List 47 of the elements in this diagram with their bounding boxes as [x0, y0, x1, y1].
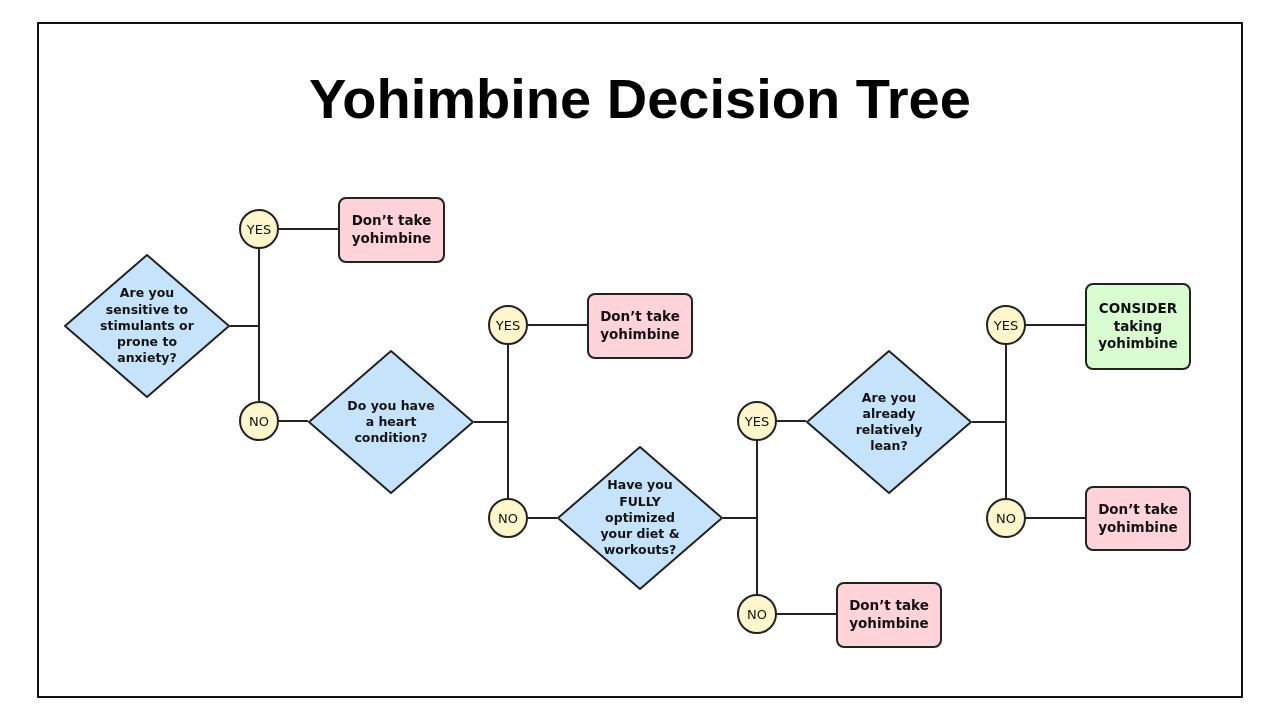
node-text: Have you FULLY optimized your diet & workouts? [599, 477, 681, 559]
node-text: NO [249, 413, 269, 429]
node-text: Do you have a heart condition? [346, 397, 436, 447]
decision-diamond [64, 254, 230, 398]
outcome-box [836, 582, 942, 648]
answer-circle [239, 401, 279, 441]
node-text: Don’t take yohimbine [1097, 500, 1179, 537]
outcome-box [338, 197, 445, 263]
answer-circle [986, 498, 1026, 538]
connector-line [527, 324, 588, 326]
connector-line [722, 517, 758, 595]
node-text: Don’t take yohimbine [350, 212, 433, 248]
connector-line [473, 421, 509, 499]
connector-line [527, 517, 558, 519]
node-text: YES [495, 317, 521, 333]
node-text: NO [498, 510, 518, 526]
answer-circle [737, 401, 777, 441]
node-text: YES [993, 317, 1019, 333]
node-text: YES [246, 221, 272, 237]
answer-circle [737, 594, 777, 634]
answer-circle [986, 305, 1026, 345]
connector-line [1025, 324, 1086, 326]
node-text: Are you already relatively lean? [854, 389, 924, 455]
connector-line [776, 420, 807, 422]
decision-diamond [806, 350, 972, 494]
node-text: Don’t take yohimbine [599, 308, 681, 344]
connector-line [229, 325, 260, 402]
outcome-box [587, 293, 693, 359]
node-text: YES [744, 413, 770, 429]
answer-circle [488, 305, 528, 345]
decision-diamond [557, 446, 723, 590]
answer-circle [488, 498, 528, 538]
connector-line [971, 421, 1007, 499]
connector-line [1025, 517, 1086, 519]
answer-circle [239, 209, 279, 249]
outcome-box [1085, 283, 1191, 370]
node-text: Don’t take yohimbine [848, 597, 930, 633]
outcome-box [1085, 486, 1191, 551]
decision-diamond [308, 350, 474, 494]
node-text: Are you sensitive to stimulants or prone to anxiety? [99, 285, 195, 367]
node-text: NO [996, 510, 1016, 526]
node-text: NO [747, 606, 767, 622]
connector-line [776, 613, 837, 615]
connector-line [278, 420, 309, 422]
connector-line [278, 228, 339, 230]
diagram-title: Yohimbine Decision Tree [309, 66, 971, 131]
node-text: CONSIDER taking yohimbine [1097, 300, 1179, 353]
